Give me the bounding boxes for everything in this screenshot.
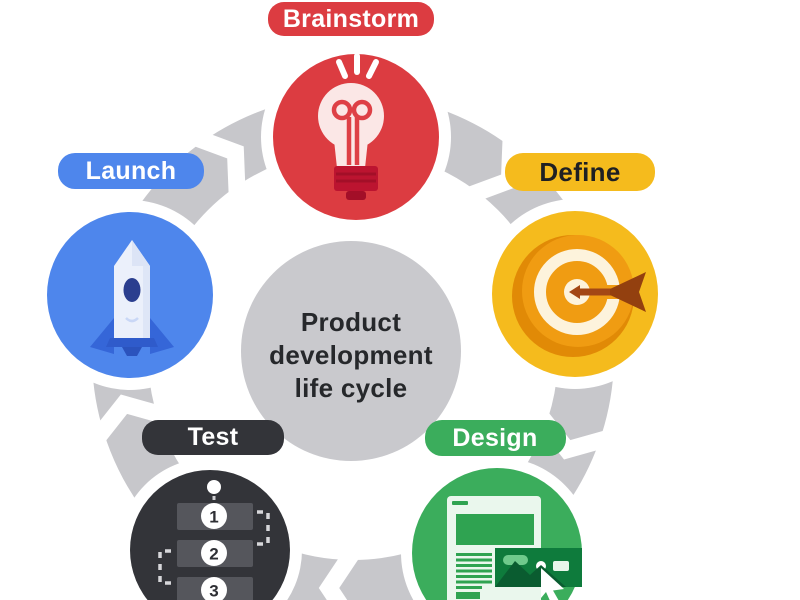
stage-label: Design: [452, 424, 537, 452]
dart-tip: [569, 285, 580, 299]
arrow-chevron: [524, 399, 626, 460]
stage-label-group: Test: [142, 420, 284, 455]
dashed-connector-right: [257, 510, 270, 546]
center-text-line2: development: [269, 340, 433, 370]
stage-circle: [130, 470, 290, 600]
lightbulb-rays: [336, 53, 379, 79]
stage-label-pill: [268, 2, 434, 36]
target-icon: [512, 235, 646, 357]
stage-label-group: Launch: [58, 153, 204, 189]
step-badge: [201, 577, 227, 600]
center-text-line3: life cycle: [295, 373, 408, 403]
dart: [569, 272, 646, 312]
bulb-filament: [331, 99, 373, 165]
bulb-base-ridges: [336, 172, 376, 183]
center-circle: [241, 241, 461, 461]
flow-arrow-notch: [81, 394, 182, 455]
flow-arrow-notch: [524, 399, 626, 460]
arrow-chevron: [178, 124, 247, 211]
stage-label-pill: [142, 420, 284, 455]
rocket-base: [106, 338, 158, 347]
thumbnail-pill: [503, 555, 528, 565]
stage-launch: Launch: [35, 153, 225, 390]
stage-brainstorm: Brainstorm: [261, 2, 451, 232]
rocket-nozzle: [122, 347, 142, 356]
dart-fletching: [610, 272, 646, 312]
start-dot: [207, 480, 221, 494]
rocket-detail-arc: [125, 317, 139, 323]
cursor-arrow-icon: [541, 568, 564, 600]
rocket-body-shade: [143, 266, 150, 338]
step-number-1: 1: [209, 508, 218, 527]
flow-arrow-notch: [318, 535, 369, 600]
stage-label: Launch: [86, 157, 177, 185]
numbered-steps-icon: 1 2 3: [158, 480, 270, 600]
stage-label: Brainstorm: [283, 5, 419, 33]
thumbnail-chip: [553, 561, 569, 571]
browser-tab-dash: [452, 501, 468, 505]
bulb-glass: [318, 83, 384, 149]
photo-thumbnail: [495, 548, 582, 587]
bulb-tip: [346, 191, 366, 200]
step-badge: [201, 503, 227, 529]
stage-test: 1 2 3 Test: [118, 420, 302, 600]
stage-label-pill: [58, 153, 204, 189]
center-text-line1: Product: [301, 307, 401, 337]
stage-label-group: Define: [505, 153, 655, 191]
arrow-chevron: [318, 535, 369, 600]
stage-label-pill: [425, 420, 566, 456]
stage-label-group: Brainstorm: [268, 2, 434, 36]
center-circle-group: Product development life cycle: [241, 241, 461, 461]
rocket-nose-shade: [132, 240, 150, 266]
step-badge: [201, 540, 227, 566]
hero-image-block: [456, 514, 534, 545]
step-number-3: 3: [209, 582, 218, 600]
stage-label-group: Design: [425, 420, 566, 456]
dashed-connector-left: [158, 549, 171, 585]
stage-design: Design: [401, 420, 593, 600]
arrow-chevron: [81, 394, 182, 455]
stage-label: Define: [539, 157, 620, 187]
stage-label: Test: [188, 423, 239, 451]
bulb-base: [334, 166, 378, 191]
text-lines: [456, 553, 492, 599]
stage-label-pill: [505, 153, 655, 191]
rocket-icon: [90, 240, 174, 356]
flow-arrow-notch: [178, 124, 247, 211]
step-number-2: 2: [209, 545, 218, 564]
stage-define: Define: [480, 153, 670, 389]
webpage-mockup-icon: [447, 496, 582, 600]
rocket-window: [123, 278, 141, 302]
lightbulb-icon: [318, 53, 384, 200]
